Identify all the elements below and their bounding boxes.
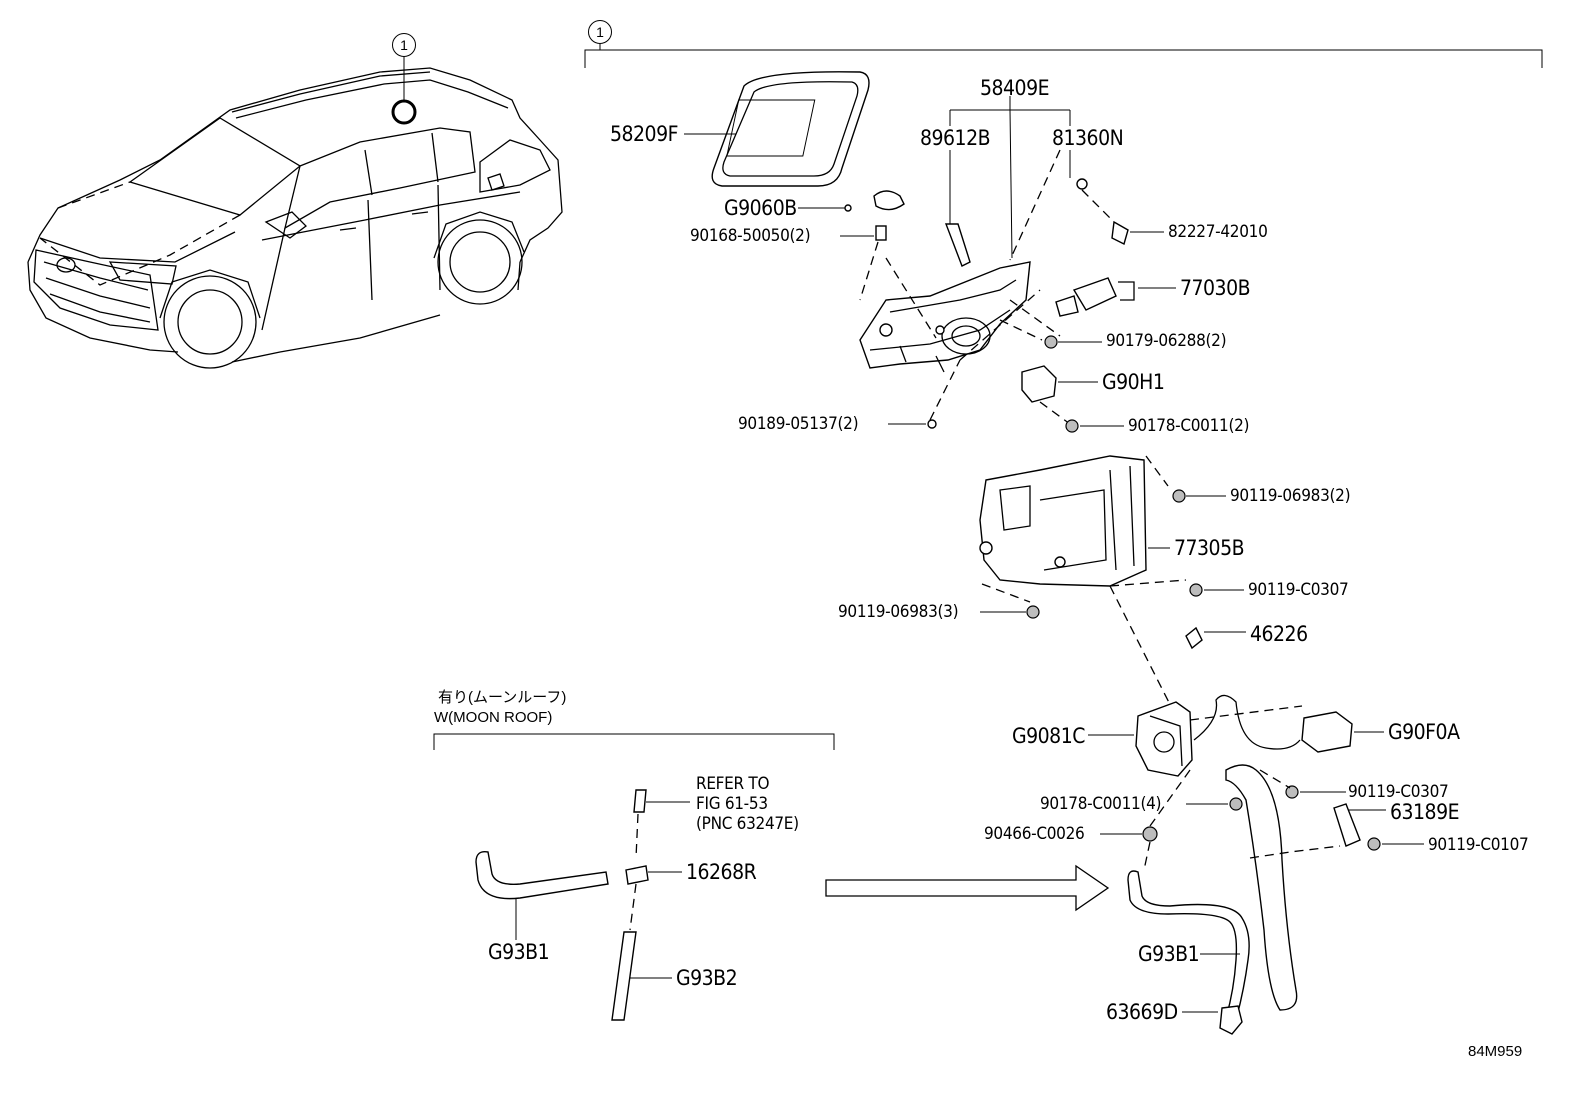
refer-line-3: (PNC 63247E) [696, 814, 799, 834]
label-90119-C0307-upper: 90119-C0307 [1248, 580, 1349, 600]
label-90178-C0011-4: 90178-C0011(4) [1040, 794, 1162, 814]
label-G93B1-left: G93B1 [488, 940, 550, 964]
label-58209F: 58209F [610, 122, 678, 146]
label-G90F0A: G90F0A [1388, 720, 1460, 744]
sunroof-motor-G9081C [1135, 701, 1193, 777]
label-16268R: 16268R [686, 860, 757, 884]
label-63669D: 63669D [1106, 1000, 1178, 1024]
label-82227-42010: 82227-42010 [1168, 222, 1268, 242]
label-G9081C: G9081C [1012, 724, 1085, 748]
label-77305B: 77305B [1174, 536, 1245, 560]
moonroof-en: W(MOON ROOF) [434, 709, 553, 726]
label-89612B: 89612B [920, 126, 991, 150]
label-90168-50050: 90168-50050(2) [690, 226, 811, 246]
refer-line-2: FIG 61-53 [696, 794, 768, 814]
figure-code: 84M959 [1468, 1043, 1523, 1060]
label-90178-C0011-2: 90178-C0011(2) [1128, 416, 1250, 436]
label-90119-06983-3: 90119-06983(3) [838, 602, 959, 622]
label-G9060B: G9060B [724, 196, 797, 220]
label-58409E: 58409E [980, 76, 1050, 100]
motor-bracket-77305B [979, 455, 1147, 587]
label-90119-C0307-lower: 90119-C0307 [1348, 782, 1449, 802]
vehicle-illustration [27, 56, 563, 369]
label-90189-05137: 90189-05137(2) [738, 414, 859, 434]
label-90119-06983-2: 90119-06983(2) [1230, 486, 1351, 506]
callout-group: 1 [588, 20, 612, 44]
moonroof-bracket [433, 733, 835, 750]
moonroof-jp: 有り(ムーンルーフ) [438, 689, 567, 706]
label-81360N: 81360N [1052, 126, 1124, 150]
group-bracket [584, 49, 1543, 68]
sunroof-frame-assembly [859, 261, 1031, 373]
label-77030B: 77030B [1180, 276, 1251, 300]
refer-line-1: REFER TO [696, 774, 770, 794]
label-G93B2: G93B2 [676, 966, 738, 990]
label-63189E: 63189E [1390, 800, 1460, 824]
label-90119-C0107: 90119-C0107 [1428, 835, 1529, 855]
label-90179-06288: 90179-06288(2) [1106, 331, 1227, 351]
label-G93B1-right: G93B1 [1138, 942, 1200, 966]
label-46226: 46226 [1250, 622, 1308, 646]
callout-car: 1 [392, 33, 416, 57]
moon-roof-glass-58209F [711, 71, 870, 187]
label-90466-C0026: 90466-C0026 [984, 824, 1085, 844]
direction-arrow [825, 864, 1110, 912]
label-G90H1: G90H1 [1102, 370, 1165, 394]
